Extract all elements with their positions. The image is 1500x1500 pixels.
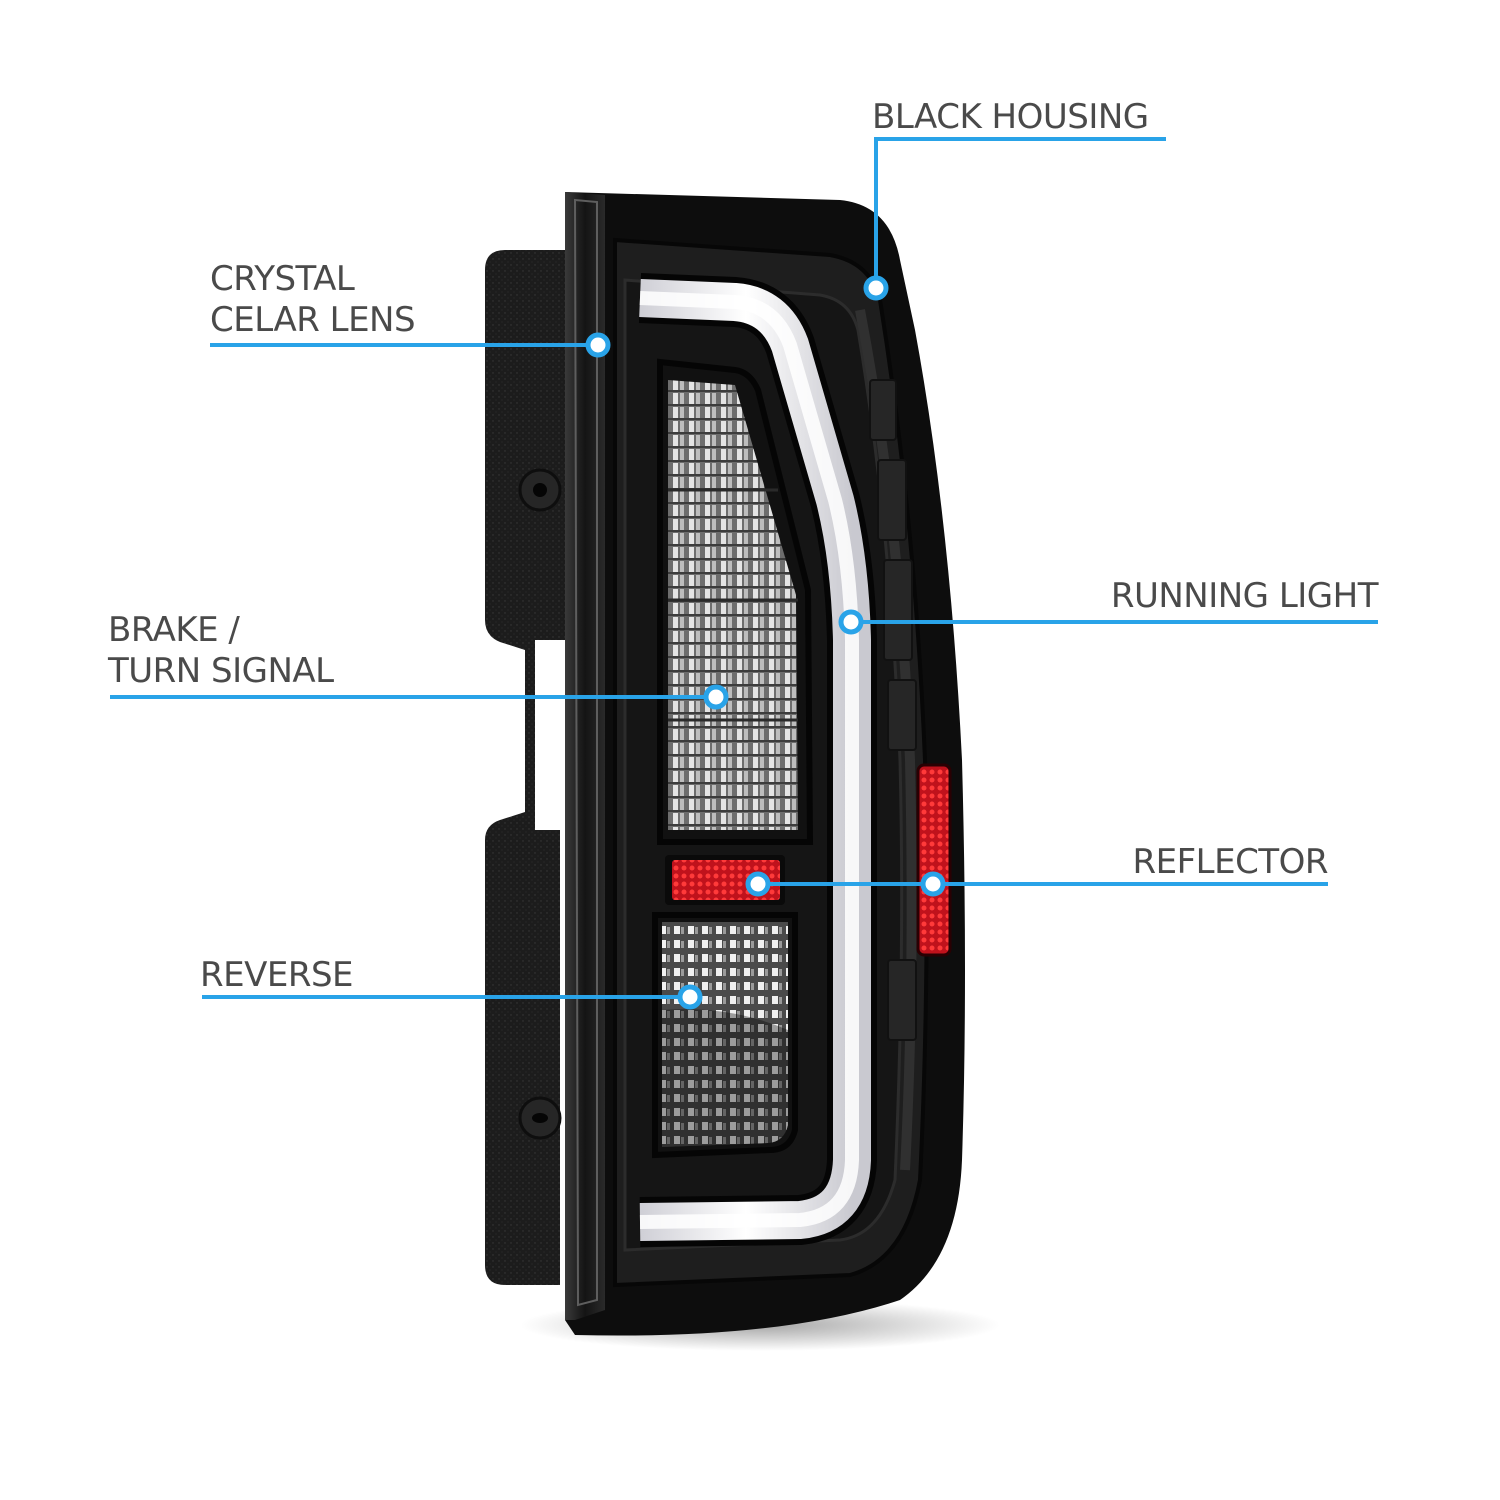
callout-dots [585,275,946,1010]
callout-label-brake-turn-signal: BRAKE / TURN SIGNAL [108,610,334,692]
dot-black-housing-icon [863,275,889,301]
dot-crystal-lens-icon [585,332,611,358]
label-line: REVERSE [200,955,354,995]
callout-label-black-housing: BLACK HOUSING [872,97,1149,138]
leader-black-housing [874,137,1166,288]
label-line: CRYSTAL [210,259,355,299]
callout-label-crystal-clear-lens: CRYSTAL CELAR LENS [210,259,416,341]
label-line: REFLECTOR [1132,842,1329,882]
label-line: RUNNING LIGHT [1110,576,1379,616]
dot-running-light-icon [838,609,864,635]
label-line: CELAR LENS [210,300,416,340]
dot-reflector-side-icon [920,871,946,897]
housing-ribs [869,379,917,1041]
callout-label-reflector: REFLECTOR [1132,842,1329,883]
dot-reflector-center-icon [745,871,771,897]
callout-lines [110,137,1378,999]
callout-label-reverse: REVERSE [200,955,354,996]
label-line: BLACK HOUSING [872,97,1149,137]
lens-edge [565,192,605,1320]
label-line: TURN SIGNAL [108,651,334,691]
side-reflector [916,763,952,957]
callout-label-running-light: RUNNING LIGHT [1110,576,1379,617]
label-line: BRAKE / [108,610,240,650]
dot-brake-turn-icon [703,684,729,710]
dot-reverse-icon [677,984,703,1010]
